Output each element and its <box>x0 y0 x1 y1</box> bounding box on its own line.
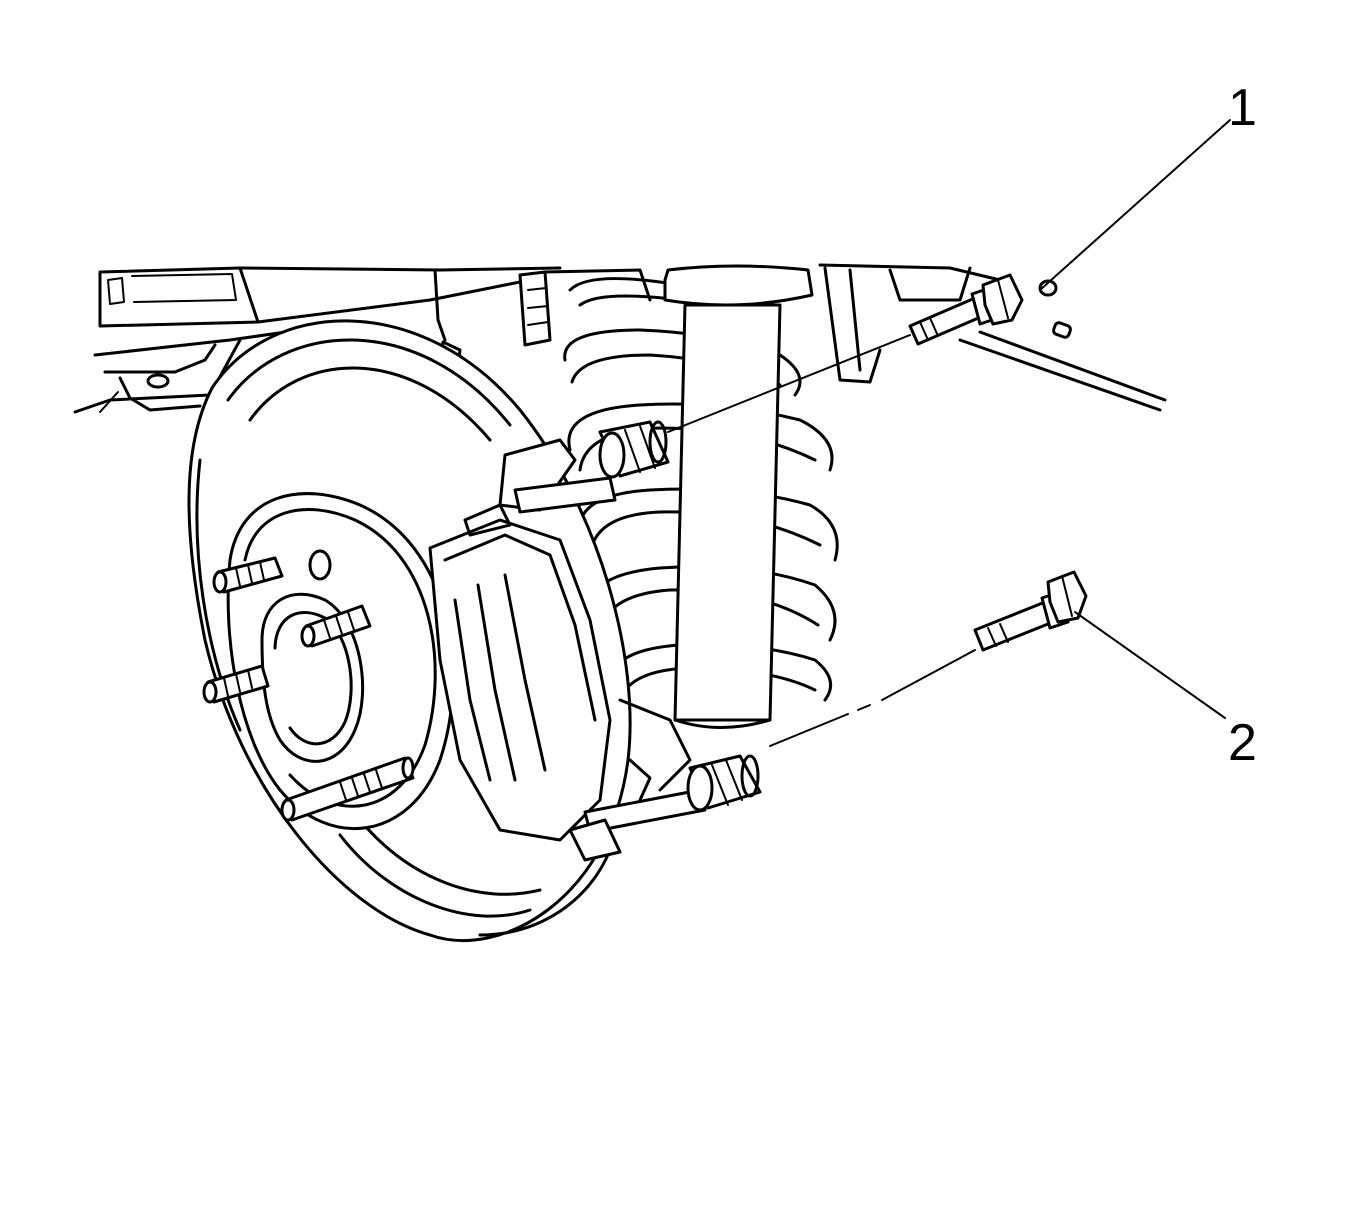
upper-slide-pin <box>598 420 670 479</box>
center-lines <box>667 334 976 747</box>
wheel-stud-lower <box>280 756 415 822</box>
callout-1-label: 1 <box>1228 79 1257 137</box>
lower-bolt-axis-dash <box>857 704 871 711</box>
wheel-studs <box>202 556 415 822</box>
callout-2: 2 <box>1074 611 1257 772</box>
lower-bolt-axis-segment-2 <box>881 649 976 701</box>
guide-pin-bolt-lower <box>973 570 1088 652</box>
vehicle-frame <box>73 263 1167 414</box>
upper-bolt-axis <box>667 334 911 433</box>
callout-1-leader <box>1039 119 1231 291</box>
wheel-stud-left <box>202 664 270 704</box>
guide-pin-bolt-upper <box>908 273 1024 346</box>
wheel-stud-top <box>212 556 284 594</box>
caliper-bracket <box>428 438 707 862</box>
callout-2-leader <box>1074 611 1226 719</box>
callout-2-label: 2 <box>1228 714 1257 772</box>
shock-absorber <box>663 264 814 729</box>
callout-1: 1 <box>1039 79 1257 291</box>
lower-slide-pin <box>686 754 762 812</box>
wheel-stud-upper-right <box>300 604 372 648</box>
lower-bolt-axis-segment-1 <box>769 713 849 747</box>
